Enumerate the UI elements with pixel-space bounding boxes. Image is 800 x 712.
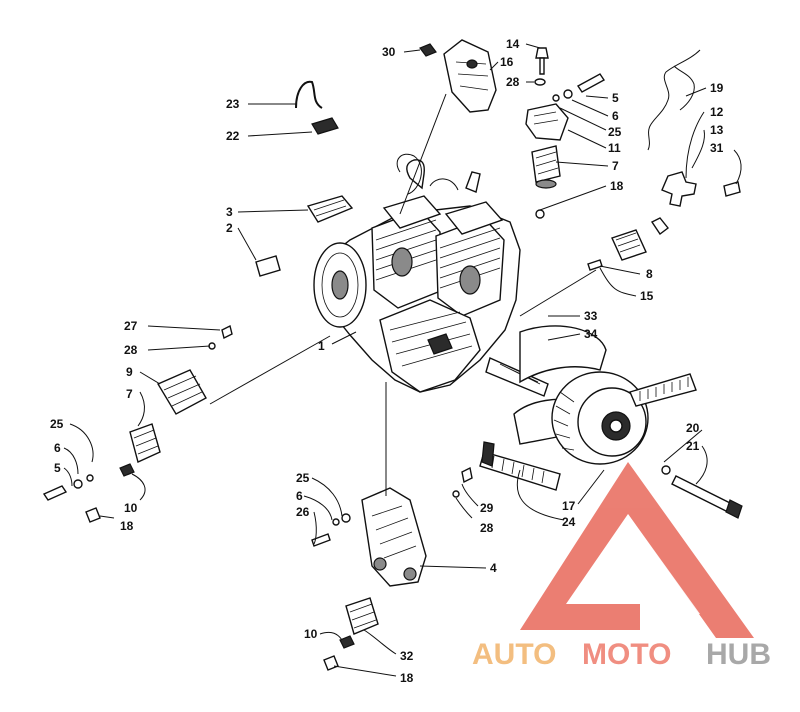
callout-14: 14 bbox=[506, 37, 520, 51]
callout-33: 33 bbox=[584, 309, 598, 323]
callout-10: 10 bbox=[124, 501, 138, 515]
callout-29: 29 bbox=[480, 501, 494, 515]
callout-1: 1 bbox=[318, 339, 325, 353]
callout-28: 28 bbox=[124, 343, 138, 357]
callout-30: 30 bbox=[382, 45, 396, 59]
callout-3: 3 bbox=[226, 205, 233, 219]
callout-4: 4 bbox=[490, 561, 497, 575]
callout-7: 7 bbox=[612, 159, 619, 173]
callout-26: 26 bbox=[296, 505, 310, 519]
callout-21: 21 bbox=[686, 439, 700, 453]
callout-19: 19 bbox=[710, 81, 724, 95]
callout-17: 17 bbox=[562, 499, 576, 513]
callout-5: 5 bbox=[54, 461, 61, 475]
callout-10: 10 bbox=[304, 627, 318, 641]
callout-23: 23 bbox=[226, 97, 240, 111]
callout-20: 20 bbox=[686, 421, 700, 435]
callout-6: 6 bbox=[296, 489, 303, 503]
callout-28: 28 bbox=[480, 521, 494, 535]
callout-6: 6 bbox=[54, 441, 61, 455]
callout-11: 11 bbox=[608, 141, 621, 155]
callout-6: 6 bbox=[612, 109, 619, 123]
callout-18: 18 bbox=[610, 179, 624, 193]
drive-clutch bbox=[479, 325, 743, 519]
callout-12: 12 bbox=[710, 105, 724, 119]
engine-assembly bbox=[313, 153, 549, 397]
top-components bbox=[255, 39, 741, 277]
callout-25: 25 bbox=[296, 471, 310, 485]
left-engine-mount bbox=[42, 324, 233, 523]
callout-5: 5 bbox=[612, 91, 619, 105]
callout-7: 7 bbox=[126, 387, 133, 401]
bottom-engine-mount bbox=[311, 382, 473, 671]
callout-31: 31 bbox=[710, 141, 724, 155]
callout-15: 15 bbox=[640, 289, 654, 303]
watermark-text-auto: AUTO bbox=[472, 638, 556, 671]
callout-27: 27 bbox=[124, 319, 138, 333]
automotohub-watermark: AUTO MOTO HUB bbox=[472, 462, 771, 671]
callout-18: 18 bbox=[400, 671, 414, 685]
watermark-text-moto: MOTO bbox=[582, 638, 671, 671]
callout-labels: 30 16 14 28 5 6 25 11 7 18 19 12 13 31 2… bbox=[50, 37, 724, 685]
callout-28: 28 bbox=[506, 75, 520, 89]
callout-9: 9 bbox=[126, 365, 133, 379]
callout-13: 13 bbox=[710, 123, 724, 137]
callout-32: 32 bbox=[400, 649, 414, 663]
callout-16: 16 bbox=[500, 55, 514, 69]
watermark-text-hub: HUB bbox=[706, 638, 771, 671]
callout-25: 25 bbox=[50, 417, 64, 431]
callout-24: 24 bbox=[562, 515, 576, 529]
callout-34: 34 bbox=[584, 327, 598, 341]
leader-lines bbox=[63, 43, 742, 677]
watermark-triangle bbox=[520, 462, 754, 638]
callout-8: 8 bbox=[646, 267, 653, 281]
callout-18: 18 bbox=[120, 519, 134, 533]
callout-2: 2 bbox=[226, 221, 233, 235]
callout-22: 22 bbox=[226, 129, 240, 143]
callout-25: 25 bbox=[608, 125, 622, 139]
